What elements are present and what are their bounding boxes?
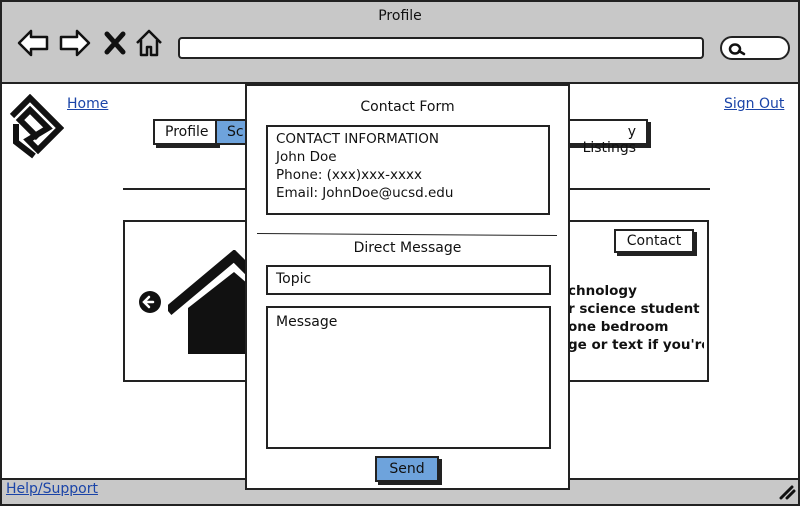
contact-button[interactable]: Contact	[614, 229, 694, 253]
bio-line: ge or text if you're	[568, 337, 704, 353]
site-logo[interactable]	[8, 93, 65, 160]
home-icon[interactable]	[132, 28, 166, 58]
bio-line: one bedroom	[568, 319, 669, 335]
contact-form-modal: Contact Form CONTACT INFORMATION John Do…	[245, 84, 570, 490]
topic-input[interactable]: Topic	[266, 265, 551, 295]
forward-arrow-icon[interactable]	[58, 28, 92, 58]
url-input[interactable]	[178, 37, 704, 59]
back-circle-icon[interactable]	[138, 290, 162, 318]
bio-line: r science student	[568, 301, 700, 317]
topic-placeholder: Topic	[276, 271, 312, 287]
resize-grip-icon[interactable]	[778, 484, 796, 504]
house-icon	[164, 249, 256, 360]
home-link[interactable]: Home	[67, 96, 109, 112]
back-arrow-icon[interactable]	[16, 28, 50, 58]
search-field[interactable]	[720, 36, 790, 60]
help-support-link[interactable]: Help/Support	[6, 481, 98, 497]
search-icon	[728, 43, 746, 56]
contact-name: John Doe	[276, 149, 337, 165]
contact-email: Email: JohnDoe@ucsd.edu	[276, 185, 454, 201]
direct-message-title: Direct Message	[353, 240, 462, 256]
modal-title: Contact Form	[360, 99, 455, 115]
message-placeholder: Message	[276, 314, 338, 330]
tab-my-listings[interactable]: y Listings	[558, 119, 648, 156]
profile-bio: chnology r science student one bedroom g…	[568, 282, 704, 354]
contact-info-box: CONTACT INFORMATION John Doe Phone: (xxx…	[266, 125, 550, 215]
sign-out-link[interactable]: Sign Out	[724, 96, 785, 112]
contact-phone: Phone: (xxx)xxx-xxxx	[276, 167, 422, 183]
modal-divider	[257, 232, 557, 237]
close-x-icon[interactable]	[100, 28, 130, 58]
browser-titlebar: Profile	[2, 2, 798, 84]
bio-line: chnology	[568, 283, 637, 299]
message-textarea[interactable]: Message	[266, 306, 551, 449]
contact-info-heading: CONTACT INFORMATION	[276, 131, 439, 147]
send-button[interactable]: Send	[375, 456, 439, 482]
window-title: Profile	[378, 8, 422, 24]
tab-profile[interactable]: Profile	[153, 119, 217, 145]
